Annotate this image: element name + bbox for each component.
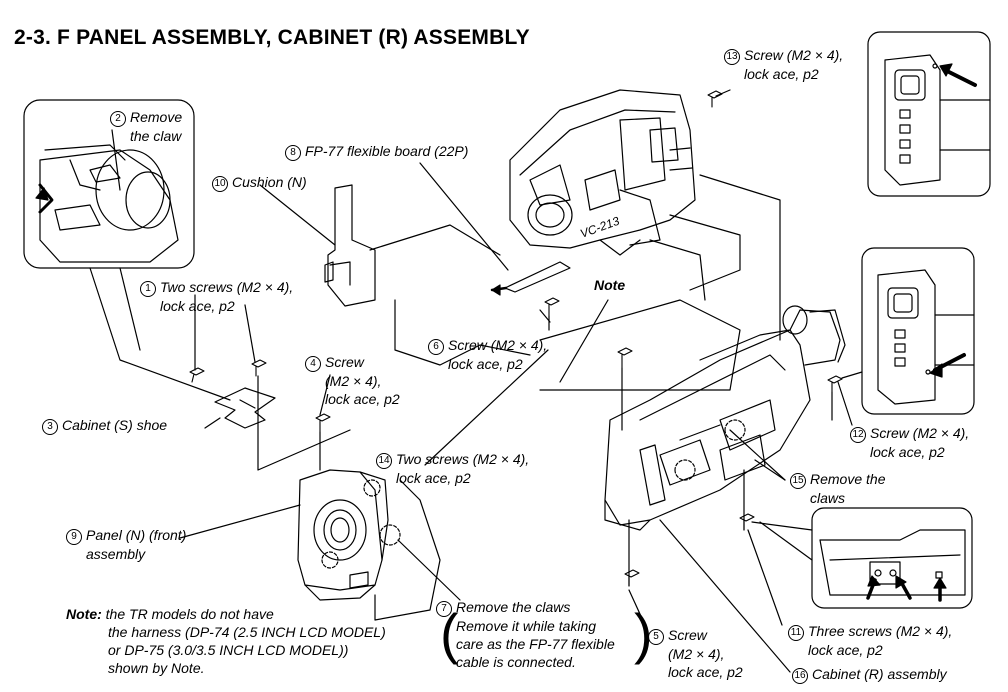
claw-detail-inset — [23, 99, 195, 269]
bracket-right: ) — [634, 602, 653, 665]
screw-detail-inset-middle-right — [861, 247, 975, 415]
bracket-left: ( — [440, 602, 459, 665]
page-title: 2-3. F PANEL ASSEMBLY, CABINET (R) ASSEM… — [14, 26, 530, 49]
cabinet-s-shoe — [214, 387, 276, 429]
panel-n-front — [297, 469, 401, 601]
screw-detail-inset-bottom-right — [811, 507, 973, 609]
camera-body — [509, 89, 696, 256]
cushion-n — [324, 184, 376, 307]
screw-detail-inset-top-right — [867, 31, 991, 197]
note-marker: Note — [594, 277, 626, 293]
flexible-board-fp77 — [504, 261, 571, 293]
cabinet-r-assembly — [604, 305, 846, 531]
footnote: Note: the TR models do not have the harn… — [66, 606, 386, 676]
